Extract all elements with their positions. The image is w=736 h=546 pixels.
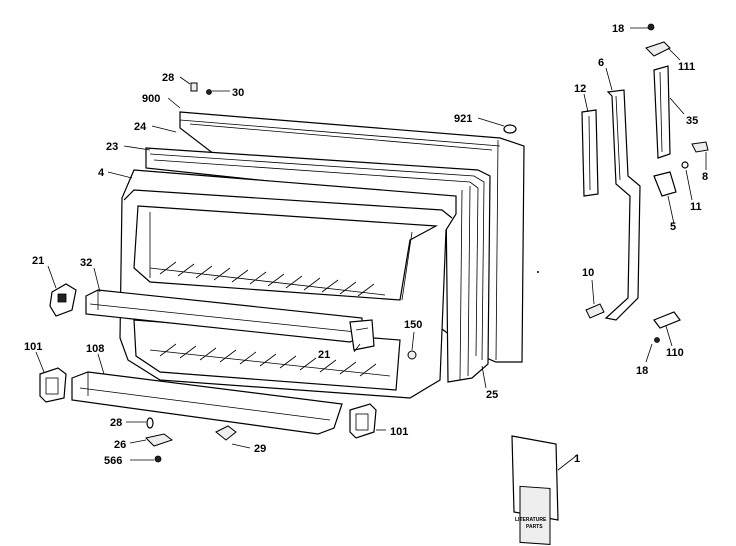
- end-cap-right: [349, 403, 377, 439]
- grommet-28: [146, 417, 154, 429]
- callout-32: 32: [80, 257, 92, 269]
- callout-24: 24: [134, 121, 147, 133]
- screw-566: [154, 455, 162, 463]
- callout-labels: 18 111 6 12 35 8 11 5 10 110 18 28 30 90…: [24, 23, 708, 467]
- callout-18-top: 18: [612, 23, 624, 35]
- inner-door-liner: [119, 169, 457, 399]
- hinge-plate-12: [581, 109, 599, 197]
- shelf-end-clip-right: [349, 319, 375, 351]
- literature-line2: PARTS: [526, 524, 543, 530]
- callout-150: 150: [404, 319, 422, 331]
- screw-18-bottom: [654, 337, 660, 343]
- callout-23: 23: [106, 141, 118, 153]
- leader-lines: [35, 27, 707, 471]
- plug-921: [503, 124, 517, 134]
- callout-566: 566: [104, 455, 122, 467]
- callout-12: 12: [574, 83, 586, 95]
- screw-11: [681, 161, 689, 169]
- callout-28-bottom: 28: [110, 417, 122, 429]
- callout-26: 26: [114, 439, 126, 451]
- hinge-cap-110: [653, 311, 681, 329]
- callout-35: 35: [686, 115, 698, 127]
- plug-28-top: [190, 82, 198, 92]
- door-gasket-frame: [145, 147, 491, 383]
- callout-900: 900: [142, 93, 160, 105]
- lower-shelf-ribs: [149, 343, 391, 377]
- callout-5: 5: [670, 221, 676, 233]
- callout-111: 111: [678, 61, 695, 73]
- callout-101-right: 101: [390, 426, 408, 438]
- callout-21-left: 21: [32, 255, 44, 267]
- callout-18-bottom: 18: [636, 365, 648, 377]
- screw-150: [407, 350, 417, 360]
- callout-11: 11: [690, 201, 702, 213]
- shelf-end-clip-left: [49, 283, 77, 317]
- hinge-bar-6: [604, 89, 641, 321]
- callout-10: 10: [582, 267, 594, 279]
- roller-29: [215, 425, 237, 441]
- callout-25: 25: [486, 389, 498, 401]
- callout-6: 6: [598, 57, 604, 69]
- bracket-26: [145, 433, 174, 447]
- upper-shelf-ribs: [149, 261, 386, 297]
- channel-35: [653, 65, 671, 159]
- callout-30: 30: [232, 87, 244, 99]
- callout-108: 108: [86, 343, 104, 355]
- stray-dot: [537, 271, 539, 273]
- callout-1: 1: [574, 453, 580, 465]
- bottom-trim-bar: [71, 371, 343, 435]
- callout-8: 8: [702, 171, 708, 183]
- literature-booklet: LITERATURE PARTS: [511, 435, 559, 545]
- callout-29: 29: [254, 443, 266, 455]
- bracket-111: [645, 41, 671, 57]
- hinge-block-5: [653, 171, 677, 197]
- callout-101-left: 101: [24, 341, 42, 353]
- callout-28-top: 28: [162, 72, 174, 84]
- screw-30: [206, 89, 212, 95]
- callout-921: 921: [454, 113, 472, 125]
- shim-10: [585, 303, 605, 319]
- callout-110: 110: [666, 347, 684, 359]
- callout-4: 4: [98, 167, 105, 179]
- end-cap-left: [39, 367, 67, 403]
- callout-21-right: 21: [318, 349, 330, 361]
- literature-line1: LITERATURE: [515, 517, 547, 523]
- pad-8: [691, 141, 709, 153]
- screw-18-top: [647, 23, 655, 31]
